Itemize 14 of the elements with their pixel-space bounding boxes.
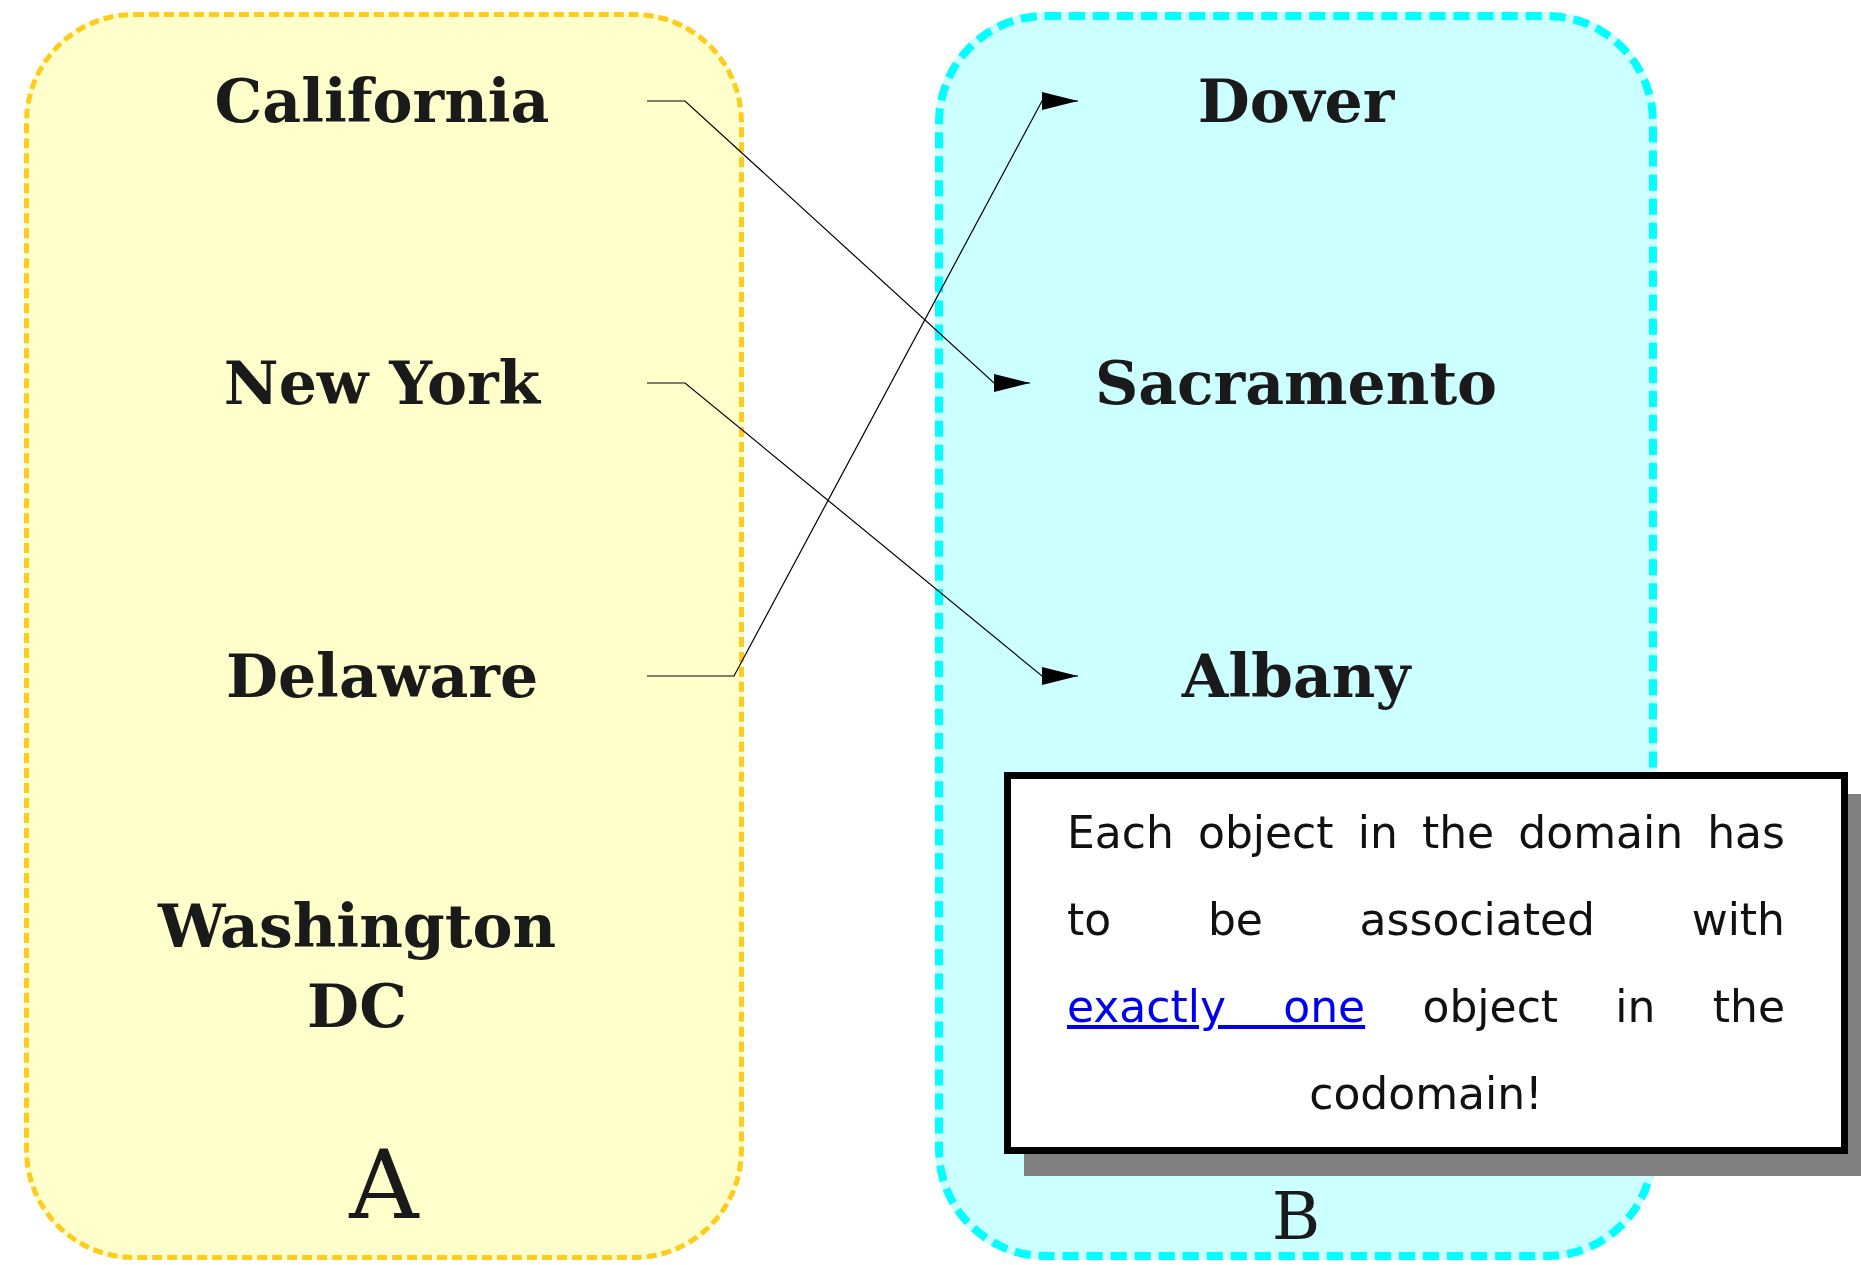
set-element-label: Delaware [117,636,647,716]
set-element-label: Sacramento [1030,343,1562,423]
set-element-label: Albany [1078,636,1514,716]
set-element-label: California [117,61,647,141]
set-label: B [1270,1182,1322,1252]
note-text: Each object in the domain has to be associated with exactly one object in the codomain! [1067,806,1785,1121]
set-element-label: New York [117,343,647,423]
set-element-label: Dover [1078,61,1514,141]
arrow [646,92,1079,677]
arrow [646,382,1079,685]
set-region [24,12,744,1260]
arrow [646,100,1031,392]
set-label: A [347,1135,421,1235]
set-element-label: Washington DC [122,886,592,1046]
